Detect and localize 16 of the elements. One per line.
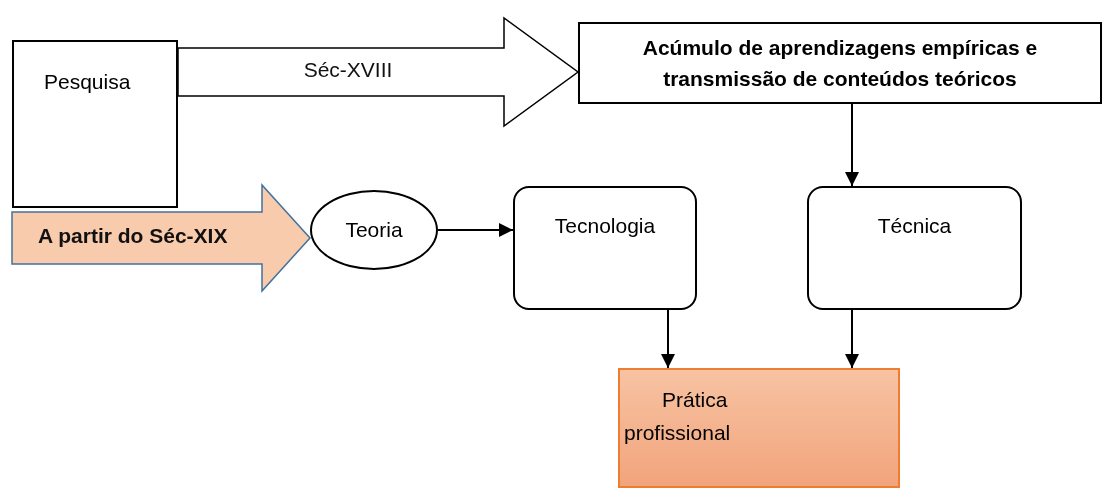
node-label: Prática profissional: [624, 387, 732, 446]
block-arrow: [177, 16, 580, 128]
rounded-box: [513, 186, 697, 310]
process-box: [618, 368, 900, 488]
rounded-box: [807, 186, 1022, 310]
node-label: Pesquisa: [44, 70, 131, 93]
process-box: [12, 40, 178, 208]
arrow: [845, 309, 859, 369]
node-label: Teoria: [345, 216, 403, 243]
arrow: [845, 103, 859, 187]
node-label: Técnica: [877, 213, 952, 239]
arrow: [437, 223, 514, 237]
node-label: Tecnologia: [554, 213, 656, 239]
node-label: Acúmulo de aprendizagens empíricas e transmissão de conteúdos teóricos: [641, 34, 1039, 92]
process-box: [578, 22, 1102, 104]
arrow: [661, 309, 675, 369]
